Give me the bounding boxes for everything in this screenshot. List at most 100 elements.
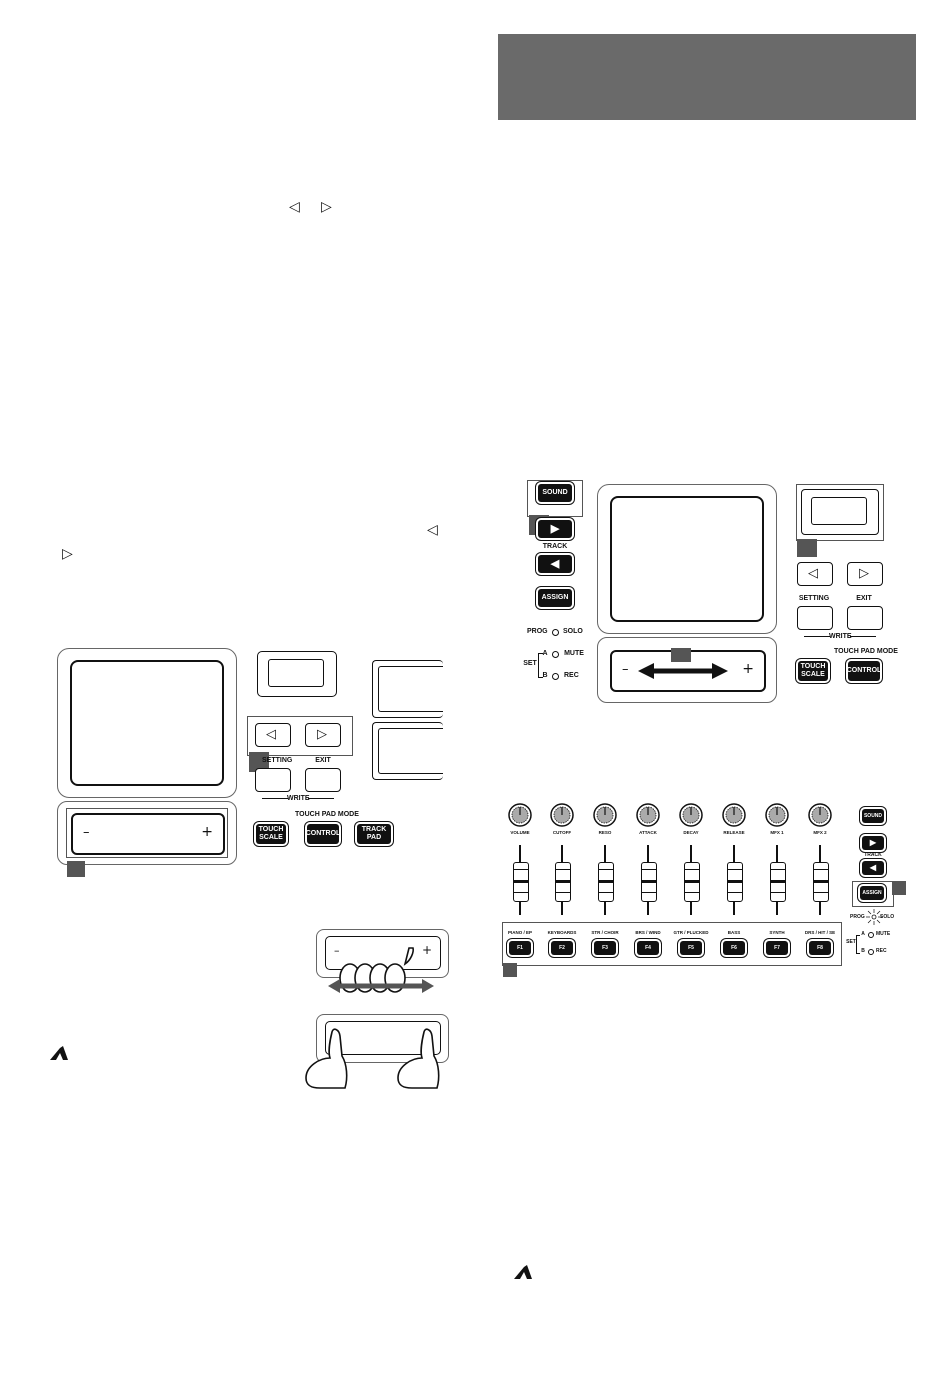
- small-display: [268, 659, 324, 687]
- assign-button[interactable]: ASSIGN: [538, 589, 572, 607]
- plus-glyph: +: [201, 824, 213, 840]
- highlight-frame: [796, 484, 884, 541]
- knob[interactable]: [765, 803, 789, 827]
- right-arrow-icon: ▷: [859, 566, 869, 581]
- setting-label: SETTING: [798, 595, 830, 602]
- highlight-frame: [502, 922, 842, 966]
- track-next-button[interactable]: ▶: [862, 836, 884, 850]
- pad: [378, 666, 443, 712]
- slider-cap[interactable]: [813, 862, 829, 902]
- exit-button[interactable]: [847, 606, 883, 630]
- exit-label: EXIT: [856, 595, 872, 602]
- prog-label: PROG: [527, 628, 548, 635]
- minus-glyph: –: [83, 825, 90, 840]
- set-b-label: B: [542, 672, 548, 679]
- track-label: TRACK: [864, 852, 882, 858]
- set-bracket: [538, 653, 543, 678]
- knob-label: MFX 2: [813, 830, 827, 835]
- small-display: [811, 497, 867, 525]
- touch-pad-mode-label: TOUCH PAD MODE: [834, 648, 898, 655]
- mute-label: MUTE: [876, 931, 891, 937]
- set-label: SET: [523, 660, 537, 667]
- track-prev-button[interactable]: ◀: [862, 861, 884, 875]
- category-label: GTR / PLUCKED: [673, 930, 709, 935]
- knob-label: RELEASE: [723, 830, 745, 835]
- callout-marker: [892, 881, 906, 895]
- touch-pad-mode-label: TOUCH PAD MODE: [295, 811, 359, 818]
- knob[interactable]: [808, 803, 832, 827]
- category-label: STR / CHOIR: [591, 930, 619, 935]
- divider: [850, 636, 876, 637]
- setting-label: SETTING: [262, 757, 293, 764]
- left-arrow-glyph: ◁: [427, 522, 438, 538]
- track-pad-button[interactable]: TRACK PAD: [357, 824, 391, 844]
- note-pencil-icon: [50, 1046, 68, 1060]
- right-arrow-button[interactable]: ▷: [847, 562, 883, 586]
- rec-led: [552, 673, 559, 680]
- knob-label: RESO: [598, 830, 612, 835]
- track-next-button[interactable]: ▶: [538, 520, 572, 538]
- exit-button[interactable]: [305, 768, 341, 792]
- knob[interactable]: [679, 803, 703, 827]
- category-label: KEYBOARDS: [547, 930, 577, 935]
- function-key[interactable]: F6: [723, 941, 745, 955]
- knob-label: DECAY: [683, 830, 699, 835]
- knob-label: MFX 1: [770, 830, 784, 835]
- callout-marker: [67, 861, 85, 877]
- left-arrow-button[interactable]: ◁: [797, 562, 833, 586]
- track-label: TRACK: [542, 543, 568, 550]
- function-key[interactable]: F2: [551, 941, 573, 955]
- divider: [262, 798, 288, 799]
- solo-label: SOLO: [563, 628, 583, 635]
- sound-button[interactable]: SOUND: [862, 809, 884, 823]
- note-pencil-icon: [514, 1265, 532, 1279]
- knob[interactable]: [593, 803, 617, 827]
- slider-cap[interactable]: [727, 862, 743, 902]
- knob[interactable]: [508, 803, 532, 827]
- function-key[interactable]: F5: [680, 941, 702, 955]
- touchpad-display: [70, 660, 224, 786]
- setting-button[interactable]: [255, 768, 291, 792]
- knob[interactable]: [550, 803, 574, 827]
- set-bracket: [856, 935, 860, 954]
- slider-cap[interactable]: [684, 862, 700, 902]
- knob[interactable]: [722, 803, 746, 827]
- left-arrow-button[interactable]: ◁: [255, 723, 291, 747]
- highlight-frame: [247, 716, 353, 756]
- track-prev-button[interactable]: ◀: [538, 555, 572, 573]
- category-label: SYNTH: [769, 930, 785, 935]
- function-key[interactable]: F1: [509, 941, 531, 955]
- right-arrow-button[interactable]: ▷: [305, 723, 341, 747]
- slider-cap[interactable]: [555, 862, 571, 902]
- rec-label: REC: [564, 672, 579, 679]
- touch-slider[interactable]: – +: [71, 813, 225, 855]
- pad: [378, 728, 443, 774]
- touch-scale-button[interactable]: TOUCH SCALE: [798, 661, 828, 681]
- slider-cap[interactable]: [641, 862, 657, 902]
- slider-cap[interactable]: [513, 862, 529, 902]
- slider-cap[interactable]: [770, 862, 786, 902]
- prog-solo-led: [552, 629, 559, 636]
- setting-button[interactable]: [797, 606, 833, 630]
- right-arrow-glyph: ▷: [321, 199, 332, 215]
- function-key[interactable]: F7: [766, 941, 788, 955]
- control-button[interactable]: CONTROL: [306, 824, 340, 844]
- prog-label: PROG: [850, 914, 865, 920]
- function-key[interactable]: F8: [809, 941, 831, 955]
- highlight-frame: [527, 480, 583, 517]
- assign-button[interactable]: ASSIGN: [860, 886, 884, 900]
- sound-button[interactable]: SOUND: [538, 484, 572, 502]
- touch-scale-button[interactable]: TOUCH SCALE: [256, 824, 286, 844]
- function-key[interactable]: F4: [637, 941, 659, 955]
- knob[interactable]: [636, 803, 660, 827]
- category-label: BASS: [727, 930, 741, 935]
- left-arrow-icon: ◁: [266, 727, 276, 742]
- plus-glyph: +: [742, 661, 754, 677]
- set-a-label: A: [542, 650, 548, 657]
- control-button[interactable]: CONTROL: [847, 661, 881, 681]
- left-arrow-icon: ◁: [808, 566, 818, 581]
- mute-led: [552, 651, 559, 658]
- function-key[interactable]: F3: [594, 941, 616, 955]
- slider-cap[interactable]: [598, 862, 614, 902]
